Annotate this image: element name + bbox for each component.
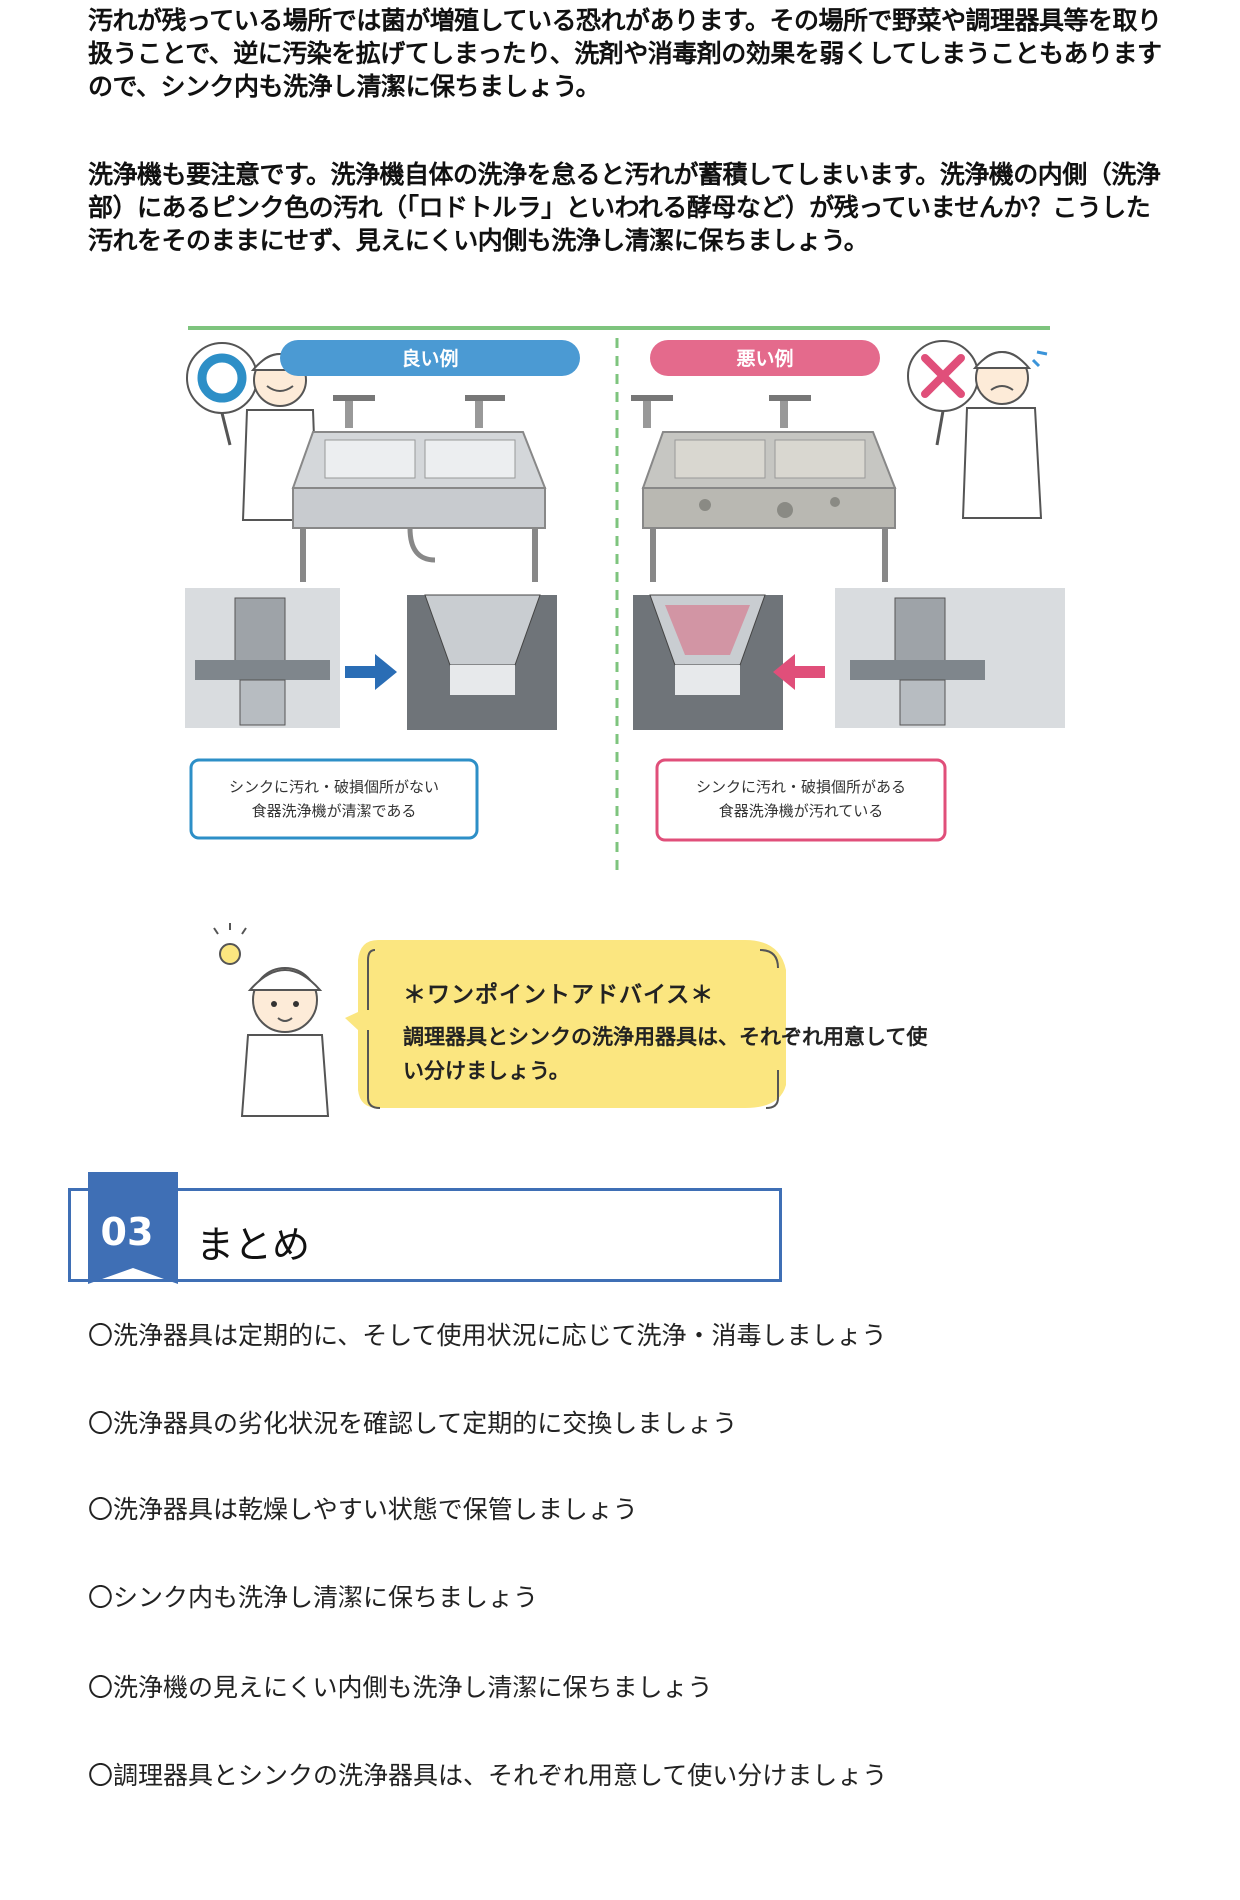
lightbulb-icon	[213, 923, 247, 965]
section-frame	[68, 1188, 782, 1282]
arrow-left-icon	[773, 654, 825, 690]
summary-item: 〇洗浄器具は乾燥しやすい状態で保管しましょう	[88, 1495, 638, 1524]
summary-item: 〇調理器具とシンクの洗浄器具は、それぞれ用意して使い分けましょう	[88, 1761, 888, 1790]
good-caption-line1: シンクに汚れ・破損個所がない	[229, 778, 439, 796]
clean-dishwasher-icon	[185, 588, 557, 730]
section-title: まとめ	[196, 1223, 311, 1267]
section-header: 03 まとめ	[68, 1172, 784, 1284]
summary-item: 〇洗浄機の見えにくい内側も洗浄し清潔に保ちましょう	[88, 1673, 713, 1702]
dirty-sink-icon	[631, 395, 897, 582]
good-caption-line2: 食器洗浄機が清潔である	[252, 802, 417, 820]
good-caption-box	[189, 758, 479, 840]
comparison-illustration: 良い例	[185, 320, 1065, 880]
bad-caption-line1: シンクに汚れ・破損個所がある	[696, 778, 906, 796]
summary-item: 〇シンク内も洗浄し清潔に保ちましょう	[88, 1583, 539, 1612]
advisor-worker-icon	[240, 967, 330, 1117]
advice-title: ＊ワンポイントアドバイス＊	[403, 982, 715, 1008]
intro-paragraph-dishwasher: 洗浄機も要注意です。洗浄機自体の洗浄を怠ると汚れが蓄積してしまいます。洗浄機の内…	[88, 160, 1161, 255]
section-number: 03	[100, 1210, 154, 1254]
intro-paragraph-sink: 汚れが残っている場所では菌が増殖している恐れがあります。その場所で野菜や調理器具…	[88, 6, 1162, 101]
good-label-pill	[280, 340, 580, 376]
summary-item: 〇洗浄器具は定期的に、そして使用状況に応じて洗浄・消毒しましょう	[88, 1321, 887, 1350]
good-example: 良い例	[185, 340, 580, 840]
clean-sink-icon	[291, 395, 547, 582]
arrow-right-icon	[345, 654, 397, 690]
worker-bad-icon	[907, 340, 1048, 519]
summary-item: 〇洗浄器具の劣化状況を確認して定期的に交換しましょう	[88, 1409, 738, 1438]
bad-caption-line2: 食器洗浄機が汚れている	[719, 802, 884, 820]
bad-caption-box	[655, 758, 947, 842]
bad-label-pill	[650, 340, 880, 376]
advice-bubble	[345, 940, 786, 1108]
bad-label: 悪い例	[736, 347, 793, 370]
advice-body: 調理器具とシンクの洗浄用器具は、それぞれ用意して使い分けましょう。	[403, 1025, 928, 1083]
bad-example: 悪い例	[631, 340, 1065, 842]
good-label: 良い例	[401, 347, 458, 370]
one-point-advice: ＊ワンポイントアドバイス＊ 調理器具とシンクの洗浄用器具は、それぞれ用意して使い…	[200, 920, 970, 1120]
dirty-dishwasher-icon	[633, 588, 1065, 730]
section-number-tab	[88, 1172, 178, 1284]
